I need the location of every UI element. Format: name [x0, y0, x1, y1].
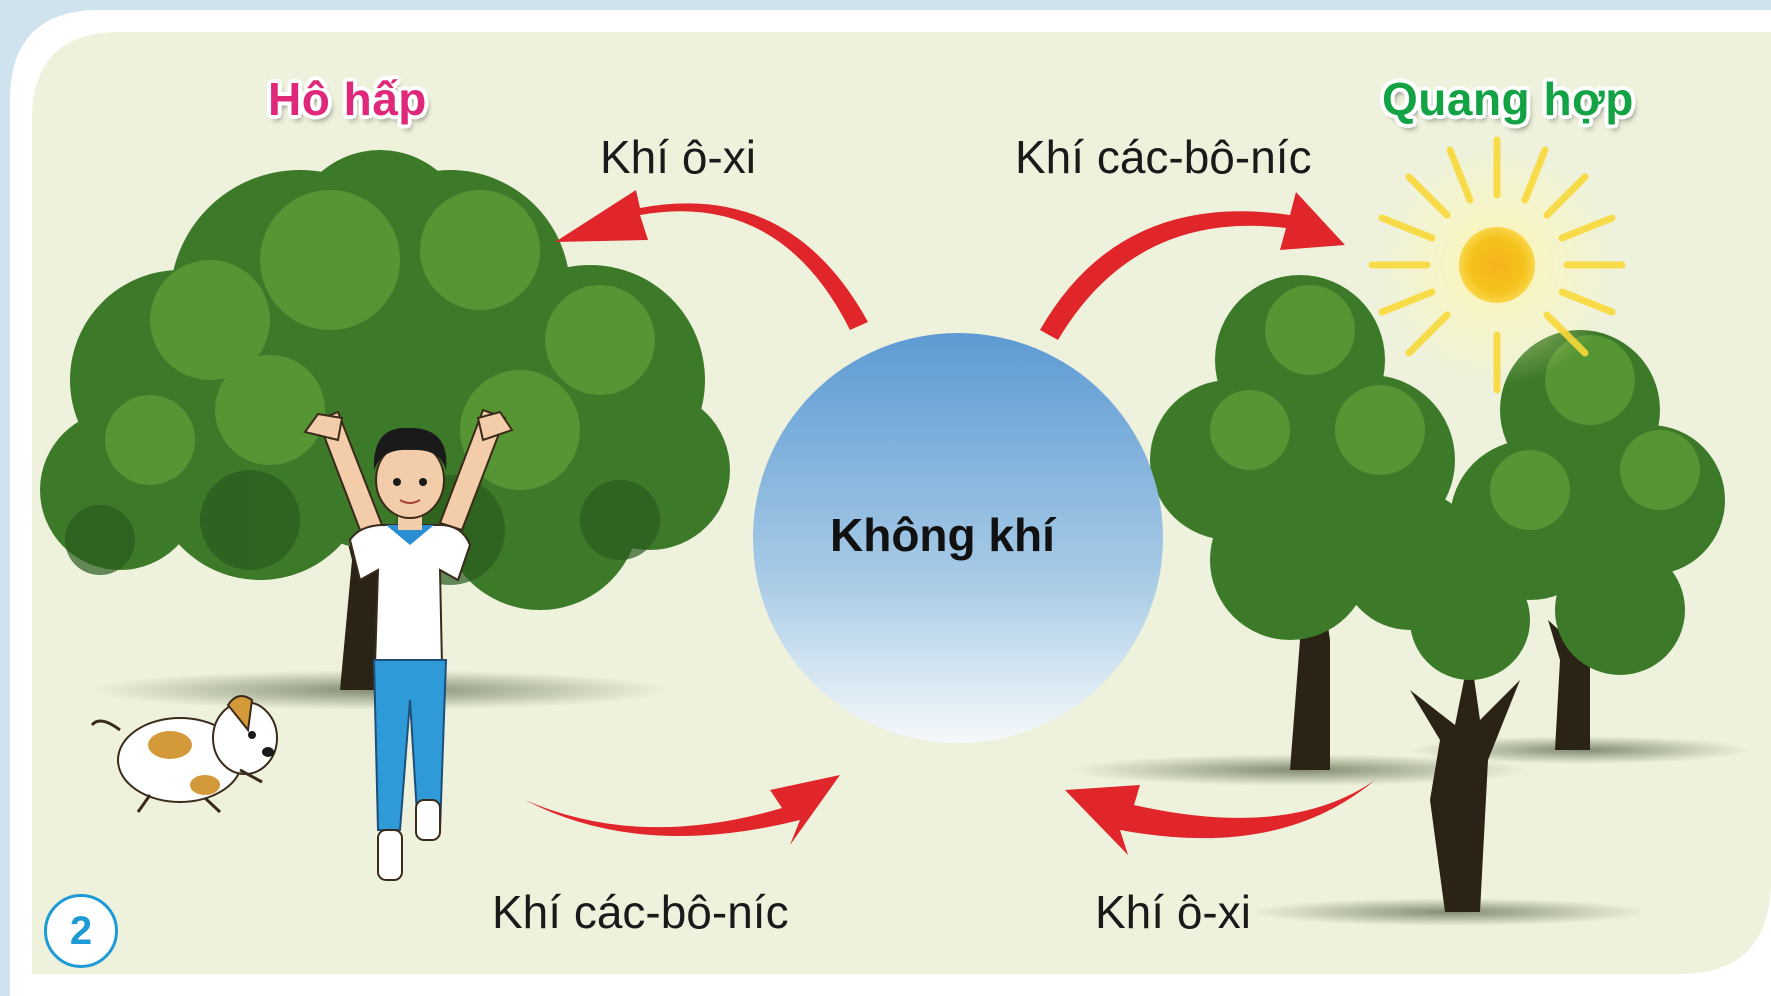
boy-illustration [303, 408, 514, 881]
arrow-label-top-right: Khí các-bô-níc [1015, 131, 1312, 183]
right-trees-illustration [1150, 275, 1725, 912]
arrow-top-left [555, 190, 868, 330]
title-respiration: Hô hấp [268, 73, 427, 125]
sun-illustration [1368, 136, 1626, 394]
arrow-top-right [1040, 192, 1345, 340]
arrow-bottom-right [1065, 780, 1375, 855]
air-sphere [753, 333, 1163, 743]
arrow-label-bottom-left: Khí các-bô-níc [492, 886, 789, 938]
air-label: Không khí [830, 509, 1055, 561]
title-photosynthesis: Quang hợp [1382, 73, 1634, 125]
dog-illustration [90, 695, 278, 814]
arrow-bottom-left [525, 775, 840, 845]
arrow-label-bottom-right: Khí ô-xi [1095, 886, 1251, 938]
arrow-label-top-left: Khí ô-xi [600, 131, 756, 183]
figure-number-badge: 2 [44, 894, 118, 968]
